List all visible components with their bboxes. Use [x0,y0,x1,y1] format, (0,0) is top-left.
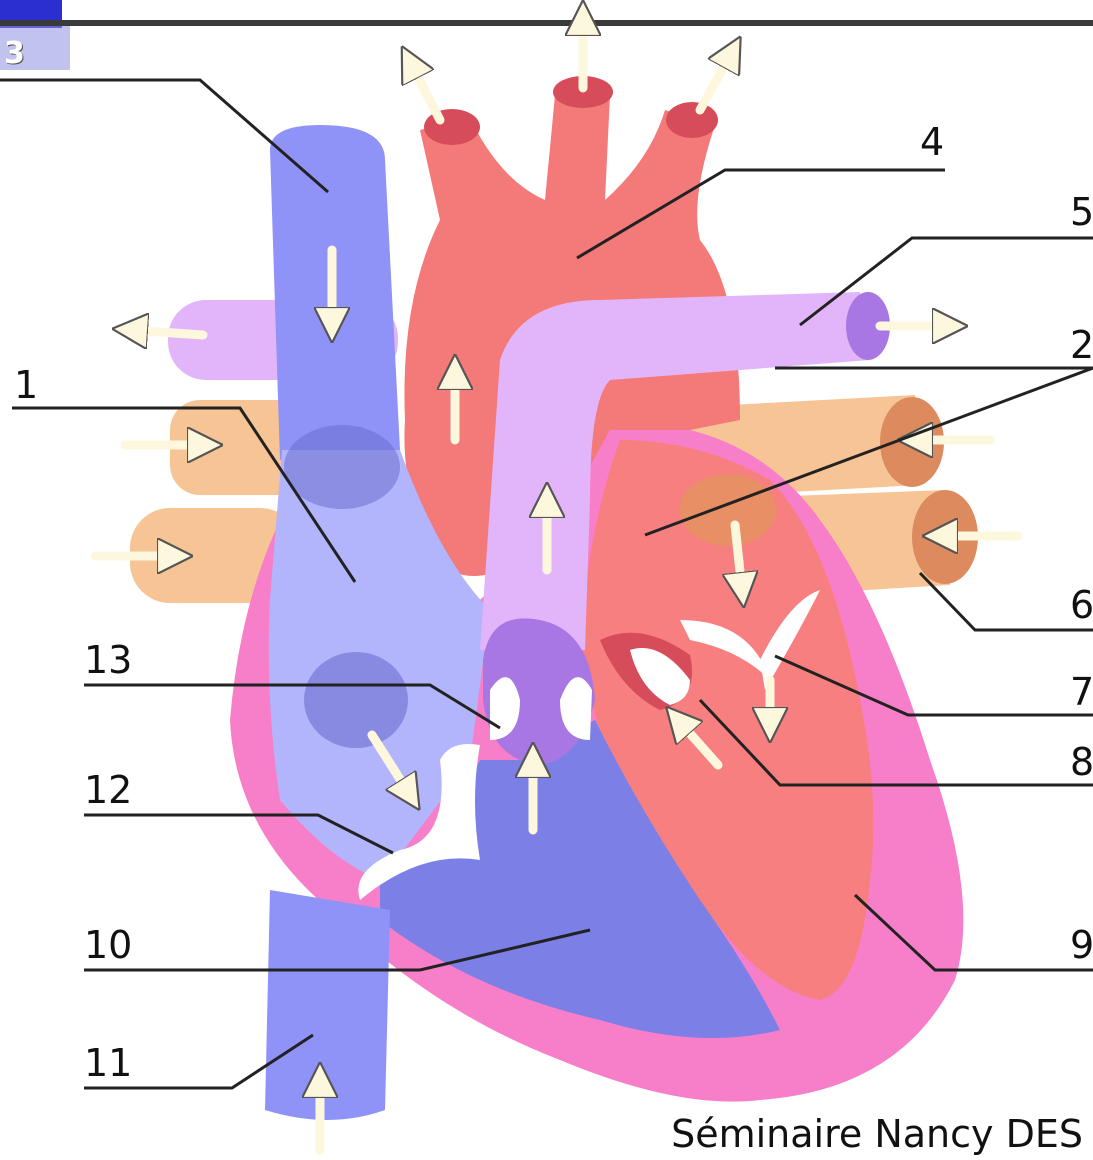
slide-header-bar [0,0,1093,70]
slide-number: 3 [4,36,40,68]
label-1: 1 [14,363,38,407]
label-5: 5 [1070,190,1093,234]
label-7: 7 [1070,670,1093,714]
label-9: 9 [1070,923,1093,967]
label-13: 13 [84,638,132,682]
label-8: 8 [1070,740,1093,784]
inferior-vena-cava [265,890,390,1120]
label-10: 10 [84,923,132,967]
label-11: 11 [84,1041,132,1085]
slide-footer: Séminaire Nancy DES [671,1112,1083,1156]
label-4: 4 [920,120,944,164]
label-2: 2 [1070,323,1093,367]
label-6: 6 [1070,583,1093,627]
label-12: 12 [84,768,132,812]
